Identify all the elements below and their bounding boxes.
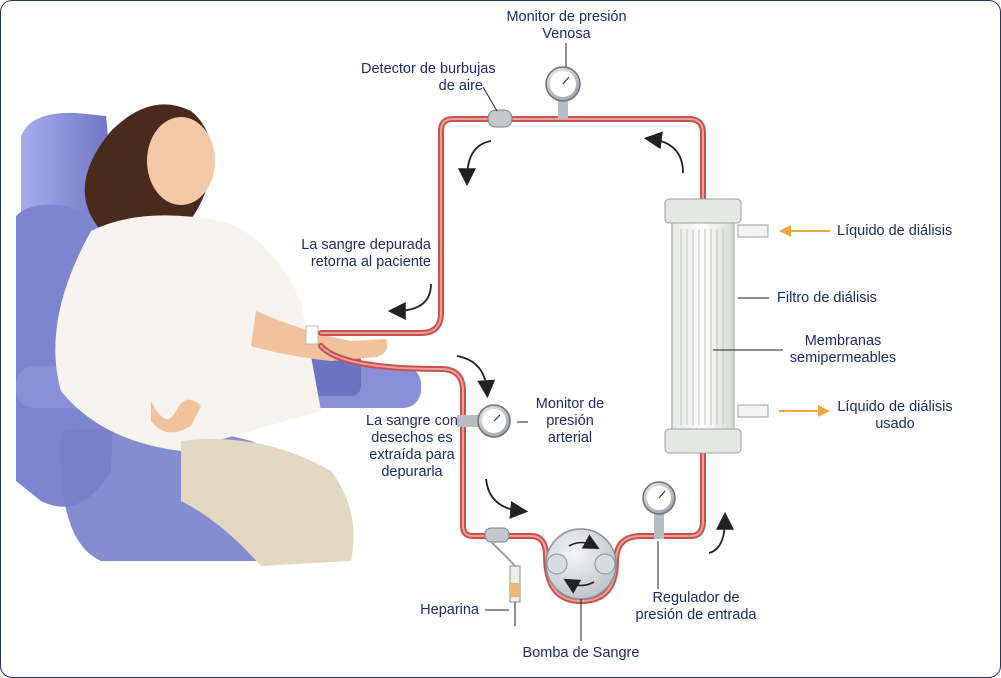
membranes-line2: semipermeables	[789, 350, 897, 366]
blood-extracted-line2: desechos es	[371, 430, 453, 446]
venous-monitor-line1: Monitor de presión	[506, 9, 627, 25]
venous-pressure-gauge	[545, 66, 581, 119]
blood-returns-label: La sangre depurada retorna al paciente	[281, 237, 431, 271]
patient	[55, 104, 388, 566]
bubble-detector-line1: Detector de burbujas	[361, 61, 496, 77]
dialysis-filter	[664, 198, 769, 454]
blood-extracted-line1: La sangre con	[366, 413, 458, 429]
dialysate-in-label: Líquido de diálisis	[837, 223, 953, 239]
inflow-regulator-label: Regulador de presión de entrada	[621, 590, 771, 624]
membranes-label: Membranas semipermeables	[773, 333, 913, 367]
blood-pump-label: Bomba de Sangre	[522, 645, 640, 661]
dialysate-out-line1: Líquido de diálisis	[837, 399, 953, 415]
inflow-regulator-line2: presión de entrada	[635, 607, 757, 623]
arterial-monitor-line2: presión	[546, 413, 594, 429]
arterial-monitor-label: Monitor de presión arterial	[524, 396, 616, 447]
arterial-pressure-gauge	[457, 404, 511, 438]
membranes-line1: Membranas	[804, 333, 882, 349]
inflow-pressure-gauge	[642, 481, 676, 539]
blood-circuit	[318, 116, 706, 604]
blood-extracted-line3: extraída para	[369, 447, 455, 463]
arterial-monitor-line1: Monitor de	[535, 396, 605, 412]
venous-monitor-line2: Venosa	[542, 26, 591, 42]
blood-returns-line2: retorna al paciente	[310, 254, 431, 270]
blood-pump	[545, 528, 617, 600]
dialysate-out-label: Líquido de diálisis usado	[823, 399, 967, 433]
dialysis-filter-label: Filtro de diálisis	[777, 290, 877, 306]
blood-extracted-line4: depurarla	[381, 464, 443, 480]
blood-extracted-label: La sangre con desechos es extraída para …	[357, 413, 467, 481]
dialysate-arrows	[779, 225, 830, 417]
arterial-monitor-line3: arterial	[547, 430, 593, 446]
flow-arrows	[387, 131, 734, 554]
bubble-detector	[487, 109, 513, 128]
leader-lines	[482, 43, 783, 641]
venous-monitor-label: Monitor de presión Venosa	[489, 9, 644, 43]
heparin-syringe	[484, 527, 521, 626]
heparin-label: Heparina	[420, 602, 479, 618]
dialysate-out-line2: usado	[875, 416, 915, 432]
blood-returns-line1: La sangre depurada	[301, 237, 431, 253]
bubble-detector-line2: de aire	[438, 78, 483, 94]
inflow-regulator-line1: Regulador de	[652, 590, 740, 606]
bubble-detector-label: Detector de burbujas de aire	[361, 61, 496, 95]
